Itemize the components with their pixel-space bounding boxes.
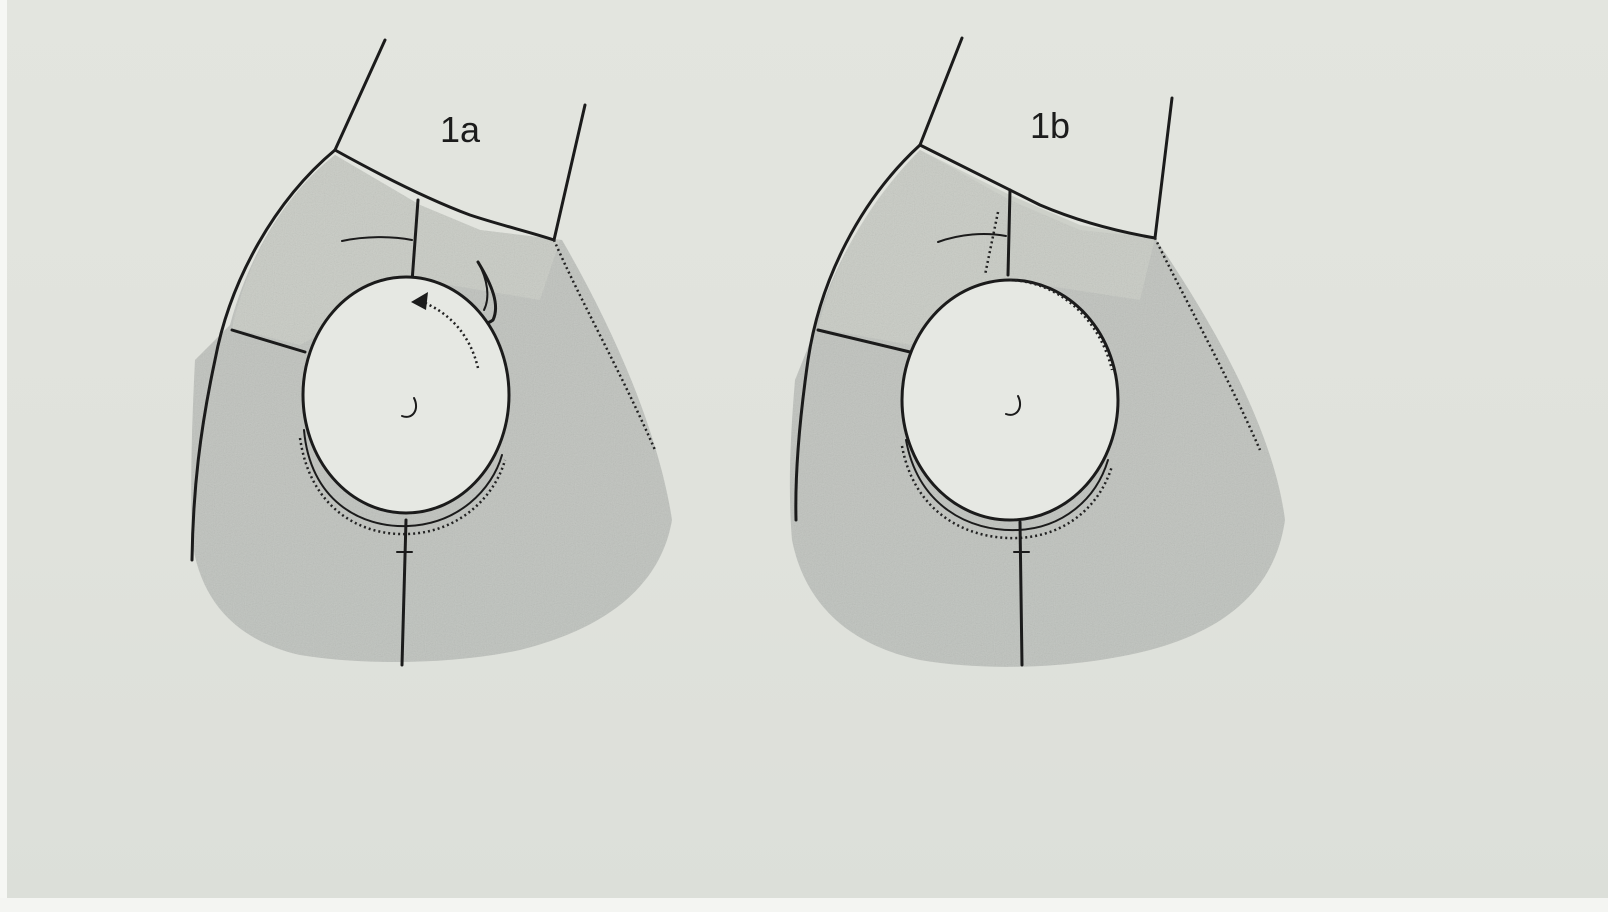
- panel-1a-neck-right-line: [554, 105, 585, 240]
- panel-1a-label: 1a: [440, 109, 481, 150]
- panel-1b-label: 1b: [1030, 105, 1070, 146]
- panel-1b-neck-left-line: [920, 38, 962, 145]
- panel-1a-neck-left-line: [335, 40, 385, 150]
- panel-1b-vertical-divider: [1008, 190, 1010, 275]
- panel-1b-neck-right-line: [1155, 98, 1172, 238]
- panel-1b-midline: [1020, 522, 1022, 665]
- panel-1b: 1b: [790, 38, 1285, 667]
- panel-1a: 1a: [191, 40, 672, 665]
